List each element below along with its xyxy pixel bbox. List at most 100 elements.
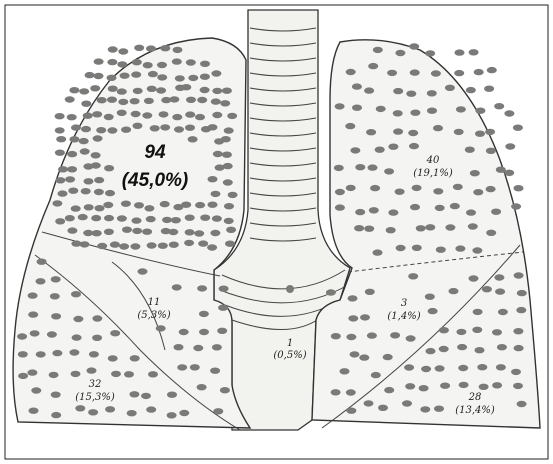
lesion-dot [459,382,469,388]
lesion-dot [492,382,502,388]
lesion-dot [387,70,397,76]
lesion-dot [185,125,195,131]
lesion-dot [364,226,374,232]
lesion-dot [492,329,502,335]
lesion-dot [223,163,233,169]
lesion-dot [365,289,375,295]
lesion-dot [428,308,438,314]
lesion-dot [208,176,218,182]
lesion-dot [221,136,231,142]
lesion-dot [470,170,480,176]
left-upper-percent: (19,1%) [413,168,453,179]
lesion-dot [27,369,37,375]
lesion-dot [355,164,365,170]
lesion-dot [496,364,506,370]
lesion-dot [186,59,196,65]
lesion-dot [213,151,223,157]
lesion-dot [466,209,476,215]
trachea-count: 1 [287,338,293,349]
lesion-dot [193,345,203,351]
lesion-dot [90,85,100,91]
lesion-dot [436,247,446,253]
lesion-dot [89,351,99,357]
lesion-dot [409,143,419,149]
lesion-dot [472,327,482,333]
lesion-dot [220,387,230,393]
lesion-dot [195,114,205,120]
lesion-dot [79,138,89,144]
lesion-dot [172,114,182,120]
lesion-dot [181,202,191,208]
lesion-dot [354,225,364,231]
lesion-dot [83,230,93,236]
lesion-dot [141,393,151,399]
lesion-dot [56,136,66,142]
lesion-dot [348,295,358,301]
lesion-dot [197,384,207,390]
lesion-dot [130,243,140,249]
lesion-dot [174,344,184,350]
lesion-dot [65,176,75,182]
right-lower-count: 32 [89,379,102,390]
lesion-dot [335,204,345,210]
lesion-dot [352,83,362,89]
lesion-dot [58,190,68,196]
lesion-dot [516,307,526,313]
lesion-dot [468,223,478,229]
lesion-dot [67,151,77,157]
lesion-dot [58,166,68,172]
left-lower-count: 28 [468,392,482,403]
lesion-dot [107,127,117,133]
lesion-dot [175,75,185,81]
lesion-dot [410,204,420,210]
lesion-dot [208,202,218,208]
lesion-dot [47,331,57,337]
lesion-dot [28,292,38,298]
lesion-dot [340,368,350,374]
lesion-dot [157,74,167,80]
lesion-dot [346,185,356,191]
lesion-dot [450,203,460,209]
lesion-dot [486,230,496,236]
lesion-dot [359,354,369,360]
trachea-dot [286,285,294,293]
lesion-dot [18,373,28,379]
lesion-dot [144,98,154,104]
lesion-dot [210,230,220,236]
lesion-dot [395,189,405,195]
lesion-dot [96,127,106,133]
lesion-dot [402,400,412,406]
lesion-dot [68,188,78,194]
lingula-count: 3 [401,298,407,309]
lesion-dot [72,334,82,340]
lesion-dot [472,247,482,253]
right-upper-count: 94 [144,142,166,163]
lesion-dot [454,129,464,135]
lesion-dot [211,70,221,76]
lesion-dot [65,215,75,221]
lesion-dot [367,332,377,338]
lesion-dot [485,129,495,135]
lesion-dot [226,227,236,233]
lesion-dot [406,335,416,341]
lesion-dot [108,46,118,52]
lesion-dot [517,290,527,296]
lesion-dot [107,97,117,103]
lesion-dot [117,61,127,67]
lesion-dot [390,332,400,338]
lesion-dot [473,309,483,315]
lesion-dot [212,88,222,94]
lesion-dot [212,344,222,350]
lesion-dot [177,364,187,370]
lesion-dot [334,165,344,171]
lesion-dot [160,124,170,130]
lesion-dot [410,110,420,116]
lesion-dot [458,365,468,371]
lesion-dot [439,327,449,333]
lesion-dot [482,286,492,292]
lesion-dot [124,371,134,377]
lesion-dot [513,383,523,389]
lesion-dot [393,128,403,134]
lesion-dot [110,241,120,247]
